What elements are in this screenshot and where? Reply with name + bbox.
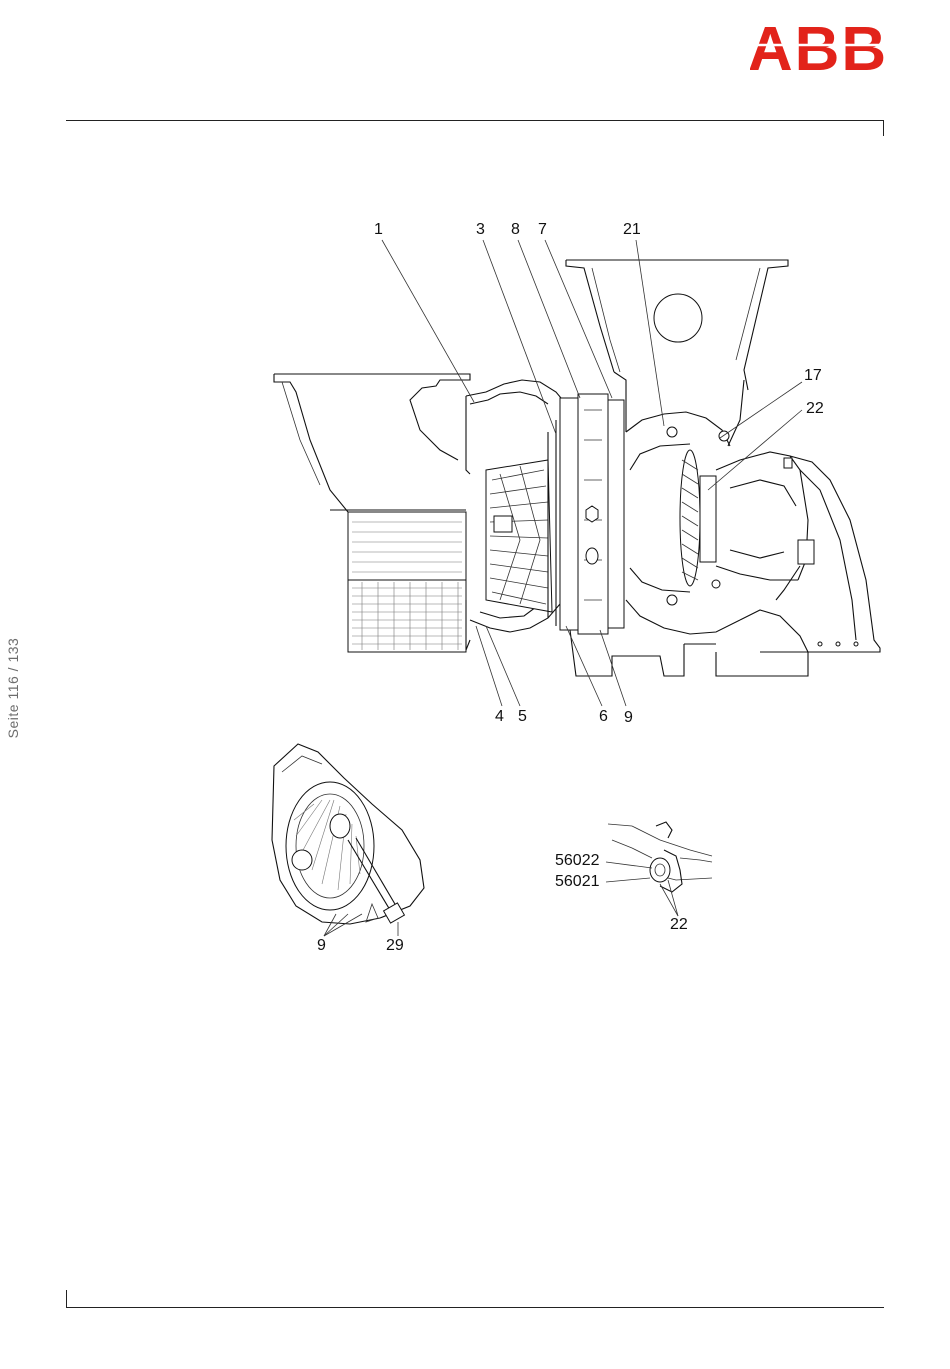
- callout-3: 3: [476, 222, 485, 238]
- detail-right-callout-22: 22: [670, 917, 688, 933]
- callout-17: 17: [804, 368, 822, 384]
- callout-8: 8: [511, 222, 520, 238]
- detail-left-perspective: [272, 744, 424, 924]
- callout-21: 21: [623, 222, 641, 238]
- callout-5: 5: [518, 709, 527, 725]
- callout-7: 7: [538, 222, 547, 238]
- callout-22: 22: [806, 401, 824, 417]
- main-cross-section: [274, 260, 880, 676]
- detail-right-callout-56022: 56022: [555, 853, 600, 869]
- detail-left-callout-9: 9: [317, 938, 326, 954]
- detail-right-callout-56021: 56021: [555, 874, 600, 890]
- callout-9: 9: [624, 710, 633, 726]
- callout-4: 4: [495, 709, 504, 725]
- detail-right-sensor: [608, 822, 712, 892]
- callout-1: 1: [374, 222, 383, 238]
- detail-left-callout-29: 29: [386, 938, 404, 954]
- callout-6: 6: [599, 709, 608, 725]
